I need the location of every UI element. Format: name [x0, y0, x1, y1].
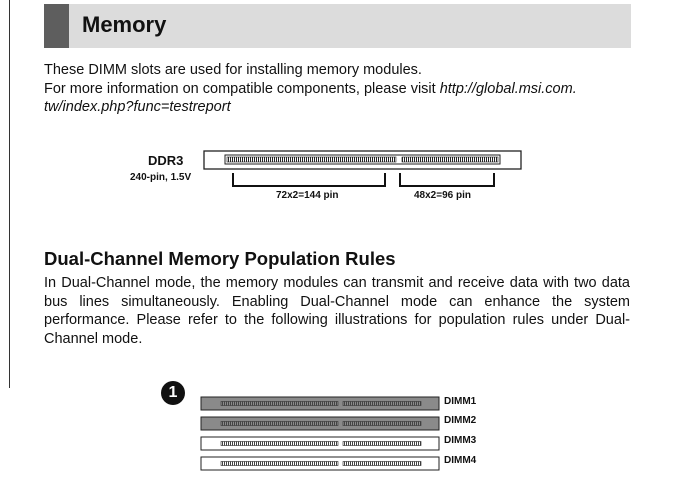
pin-strip [220, 421, 339, 426]
margin-rule [9, 0, 10, 388]
pin-strip [220, 401, 339, 406]
dimm-slot [200, 436, 440, 451]
dimm-slot [200, 456, 440, 471]
url-link-part2[interactable]: tw/index.php?func=testreport [44, 99, 231, 115]
ddr-type-label: DDR3 [148, 153, 184, 168]
dual-channel-heading: Dual-Channel Memory Population Rules [44, 248, 396, 269]
dual-channel-paragraph: In Dual-Channel mode, the memory modules… [44, 275, 630, 347]
dimm-label: DIMM4 [444, 455, 477, 466]
intro-line1: These DIMM slots are used for installing… [44, 62, 422, 78]
header-tab [44, 4, 69, 48]
pin-strip [220, 461, 339, 466]
dimm-slot [200, 396, 440, 411]
pin-strip [220, 441, 339, 446]
pin-strip [342, 401, 422, 406]
pin-strip [342, 441, 422, 446]
page-title: Memory [82, 12, 167, 37]
dimm-slot [200, 416, 440, 431]
intro-line2: For more information on compatible compo… [44, 80, 440, 97]
pin-strip [342, 421, 422, 426]
right-pin-count: 48x2=96 pin [414, 190, 471, 201]
ddr3-slot [203, 150, 522, 170]
section-header: Memory [44, 4, 631, 48]
url-link-part1[interactable]: http://global.msi.com. [439, 80, 577, 97]
dimm-label: DIMM2 [444, 415, 477, 426]
pin-brackets [232, 173, 495, 187]
illustration-number-badge: 1 [161, 381, 185, 405]
dimm-slot-group [200, 396, 440, 471]
intro-paragraph: These DIMM slots are used for installing… [44, 61, 644, 117]
dimm-label: DIMM3 [444, 435, 477, 446]
dimm-label: DIMM1 [444, 396, 477, 407]
left-pin-count: 72x2=144 pin [276, 190, 339, 201]
ddr-spec-label: 240-pin, 1.5V [130, 172, 192, 183]
pin-strip [342, 461, 422, 466]
